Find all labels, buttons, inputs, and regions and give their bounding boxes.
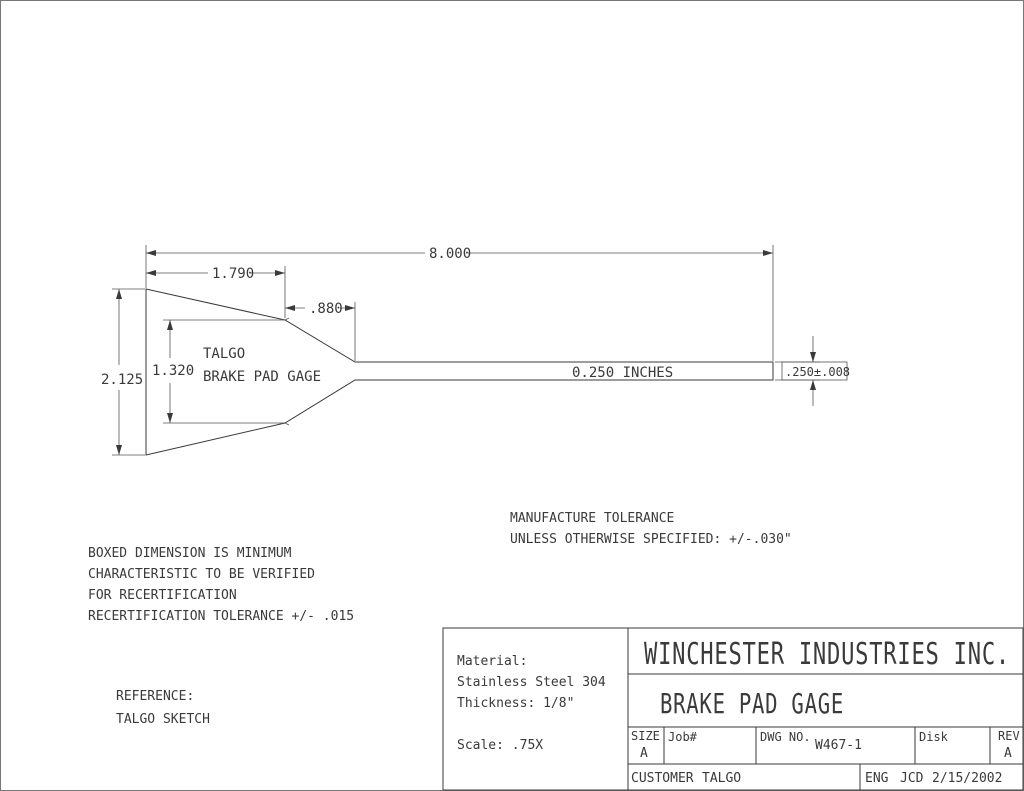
scale-value: Scale: .75X — [457, 738, 543, 753]
eng-value: JCD — [900, 771, 924, 786]
note-manufacture-tolerance-2: UNLESS OTHERWISE SPECIFIED: +/-.030" — [510, 532, 792, 547]
dim-overall-length-value: 8.000 — [429, 246, 471, 262]
dim-inner-height — [163, 319, 284, 424]
dim-stem-width-value: .250±.008 — [785, 365, 850, 379]
note-boxed-dim-1: BOXED DIMENSION IS MINIMUM — [88, 546, 292, 561]
note-boxed-dim-2: CHARACTERISTIC TO BE VERIFIED — [88, 567, 315, 582]
dim-inner-height-value: 1.320 — [152, 363, 194, 379]
rev-value: A — [1004, 746, 1012, 761]
dim-taper-length — [285, 302, 356, 361]
note-reference-1: REFERENCE: — [116, 689, 194, 704]
thickness-value: Thickness: 1/8" — [457, 696, 574, 711]
note-boxed-dim-3: FOR RECERTIFICATION — [88, 588, 237, 603]
customer-value: TALGO — [702, 771, 741, 786]
dim-overall-height — [112, 288, 145, 456]
material-label: Material: — [457, 654, 527, 669]
size-value: A — [640, 746, 648, 761]
dwg-value: W467-1 — [815, 738, 862, 753]
drawing-title: BRAKE PAD GAGE — [660, 687, 844, 720]
material-value: Stainless Steel 304 — [457, 675, 606, 690]
dim-head-length — [146, 266, 286, 318]
size-label: SIZE — [631, 729, 660, 743]
dim-taper-length-value: .880 — [309, 301, 343, 317]
dim-head-length-value: 1.790 — [212, 266, 254, 282]
dim-stem-width — [775, 336, 848, 406]
company-name: WINCHESTER INDUSTRIES INC. — [644, 637, 1010, 672]
part-outline — [145, 288, 774, 456]
dim-overall-height-value: 2.125 — [101, 372, 143, 388]
note-boxed-dim-4: RECERTIFICATION TOLERANCE +/- .015 — [88, 609, 354, 624]
part-label-line2: BRAKE PAD GAGE — [203, 369, 321, 385]
dim-overall-length — [145, 245, 774, 361]
stem-label: 0.250 INCHES — [572, 365, 673, 381]
customer-label: CUSTOMER — [631, 771, 694, 786]
title-block — [442, 627, 1024, 791]
note-reference-2: TALGO SKETCH — [116, 712, 210, 727]
note-manufacture-tolerance-1: MANUFACTURE TOLERANCE — [510, 511, 674, 526]
eng-label: ENG — [865, 771, 889, 786]
job-label: Job# — [668, 730, 698, 744]
drawing-date: 2/15/2002 — [932, 771, 1002, 786]
dwg-label: DWG NO. — [760, 730, 811, 744]
disk-label: Disk — [919, 730, 949, 744]
rev-label: REV — [998, 729, 1020, 743]
part-label-line1: TALGO — [203, 346, 245, 362]
